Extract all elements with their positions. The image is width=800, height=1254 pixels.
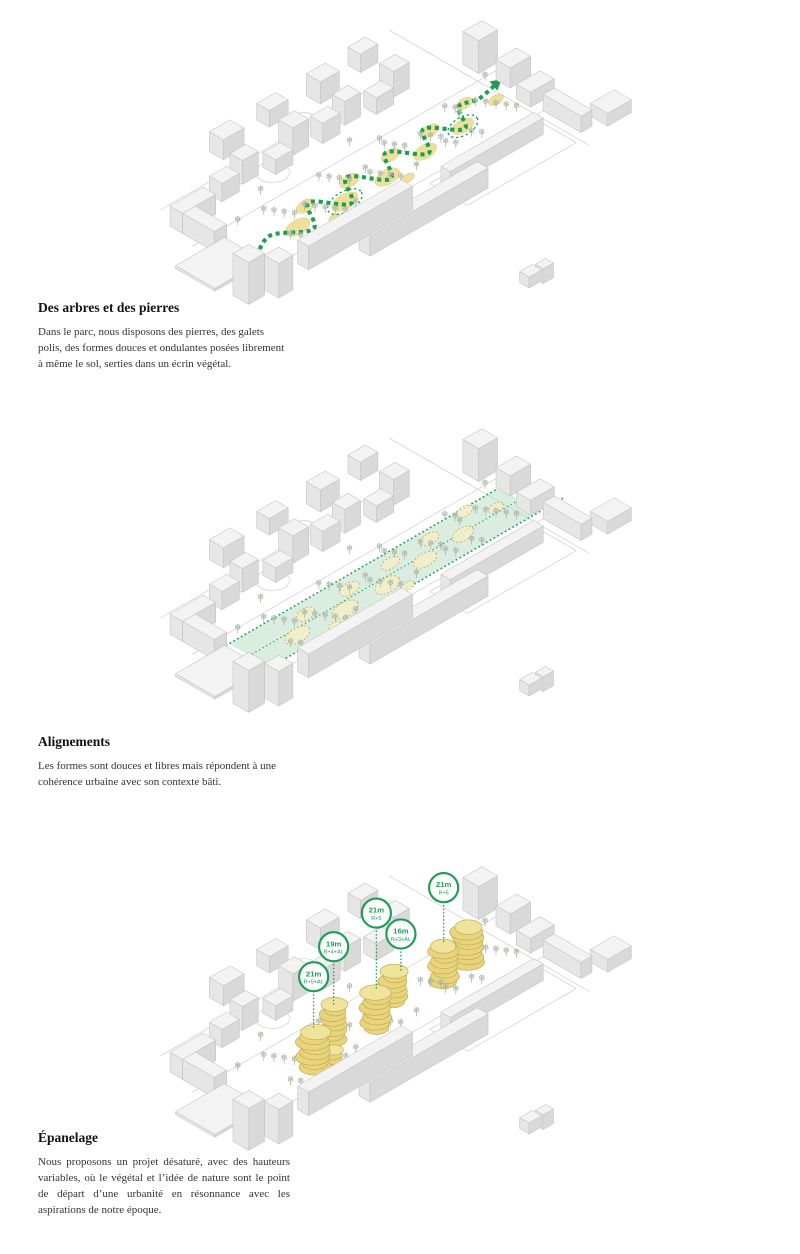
caption-alignements: Alignements Les formes sont douces et li… [38, 734, 290, 791]
svg-text:21m: 21m [306, 969, 322, 978]
section-title: Alignements [38, 734, 110, 749]
section-body: Les formes sont douces et libres mais ré… [38, 760, 276, 788]
svg-text:19m: 19m [326, 939, 342, 948]
svg-text:R+5: R+5 [371, 916, 381, 922]
diagram-arbres-et-pierres [160, 20, 632, 305]
caption-epanelage: Épanelage Nous proposons un projet désat… [38, 1130, 290, 1219]
section-title: Épanelage [38, 1130, 99, 1145]
svg-text:21m: 21m [369, 906, 385, 915]
svg-text:R+4+At.: R+4+At. [324, 950, 344, 956]
section-body: Nous proposons un projet désaturé, avec … [38, 1156, 290, 1216]
svg-text:21m: 21m [436, 880, 452, 889]
caption-arbres: Des arbres et des pierres Dans le parc, … [38, 300, 290, 373]
svg-text:R+3+At.: R+3+At. [391, 937, 411, 943]
diagram-alignements [160, 428, 632, 713]
svg-text:R+5: R+5 [439, 890, 449, 896]
section-body: Dans le parc, nous disposons des pierres… [38, 326, 285, 370]
svg-text:16m: 16m [393, 927, 409, 936]
svg-text:R+5+At.: R+5+At. [304, 980, 324, 986]
diagram-epanelage: 21mR+5+At.19mR+4+At.21mR+516mR+3+At.21mR… [160, 866, 632, 1151]
section-title: Des arbres et des pierres [38, 300, 180, 315]
